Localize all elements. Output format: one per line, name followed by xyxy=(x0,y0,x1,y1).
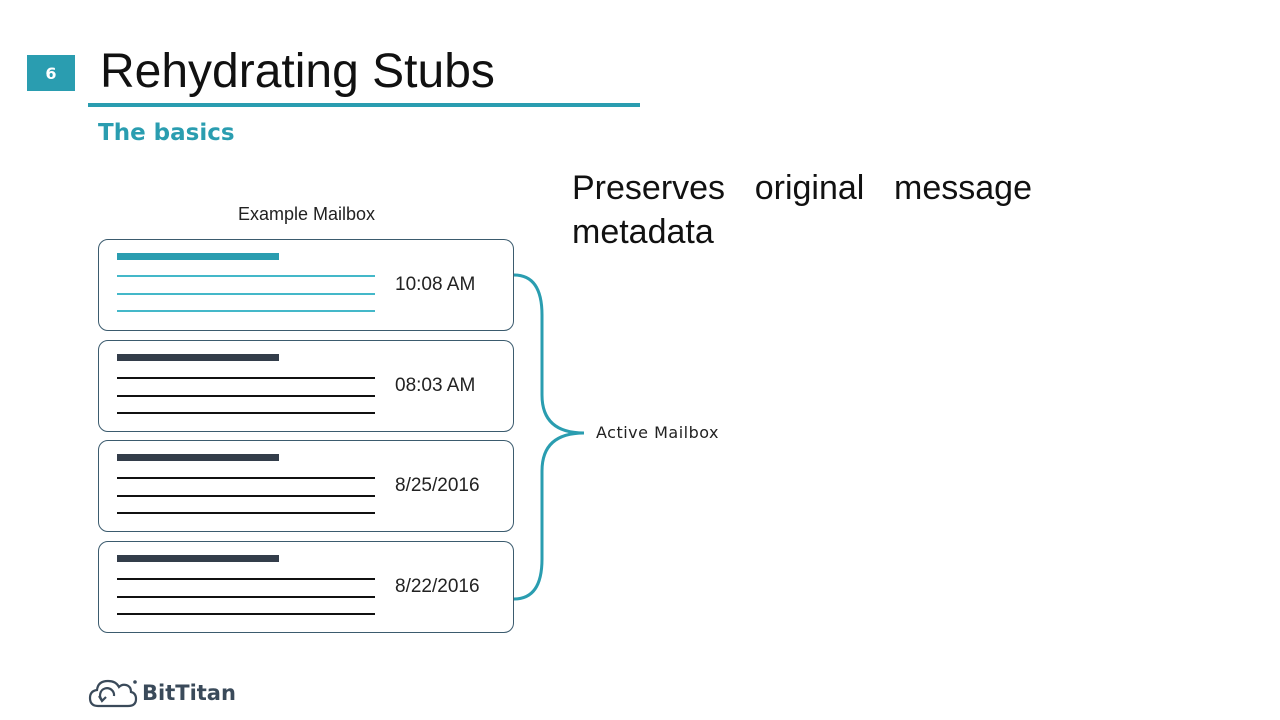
message-time: 08:03 AM xyxy=(395,375,476,396)
message-line xyxy=(117,578,375,580)
message-time: 8/25/2016 xyxy=(395,475,480,496)
title-underline xyxy=(88,103,640,107)
slide-subtitle: The basics xyxy=(98,120,235,146)
message-subject-bar xyxy=(117,253,279,260)
message-subject-bar xyxy=(117,555,279,562)
message-time: 8/22/2016 xyxy=(395,576,480,597)
message-time: 10:08 AM xyxy=(395,274,476,295)
cloud-refresh-icon xyxy=(88,679,138,708)
message-line xyxy=(117,613,375,615)
message-line xyxy=(117,412,375,414)
mailbox-item: 08:03 AM xyxy=(98,340,514,432)
message-line xyxy=(117,477,375,479)
message-line xyxy=(117,377,375,379)
message-line xyxy=(117,596,375,598)
message-line xyxy=(117,275,375,277)
slide-title: Rehydrating Stubs xyxy=(100,45,495,98)
brand-logo: BitTitan xyxy=(88,676,236,710)
brand-name: BitTitan xyxy=(142,681,236,705)
mailbox-item: 8/25/2016 xyxy=(98,440,514,532)
active-mailbox-label: Active Mailbox xyxy=(596,423,719,442)
message-line xyxy=(117,512,375,514)
key-point: Preserves original message metadata xyxy=(572,169,1032,251)
message-subject-bar xyxy=(117,454,279,461)
mailbox-caption: Example Mailbox xyxy=(238,204,376,224)
message-line xyxy=(117,495,375,497)
mailbox-item: 10:08 AM xyxy=(98,239,514,331)
message-line xyxy=(117,395,375,397)
message-line xyxy=(117,293,375,295)
message-line xyxy=(117,310,375,312)
curly-brace xyxy=(513,273,585,601)
message-subject-bar xyxy=(117,354,279,361)
mailbox-item: 8/22/2016 xyxy=(98,541,514,633)
slide-number: 6 xyxy=(27,55,75,91)
